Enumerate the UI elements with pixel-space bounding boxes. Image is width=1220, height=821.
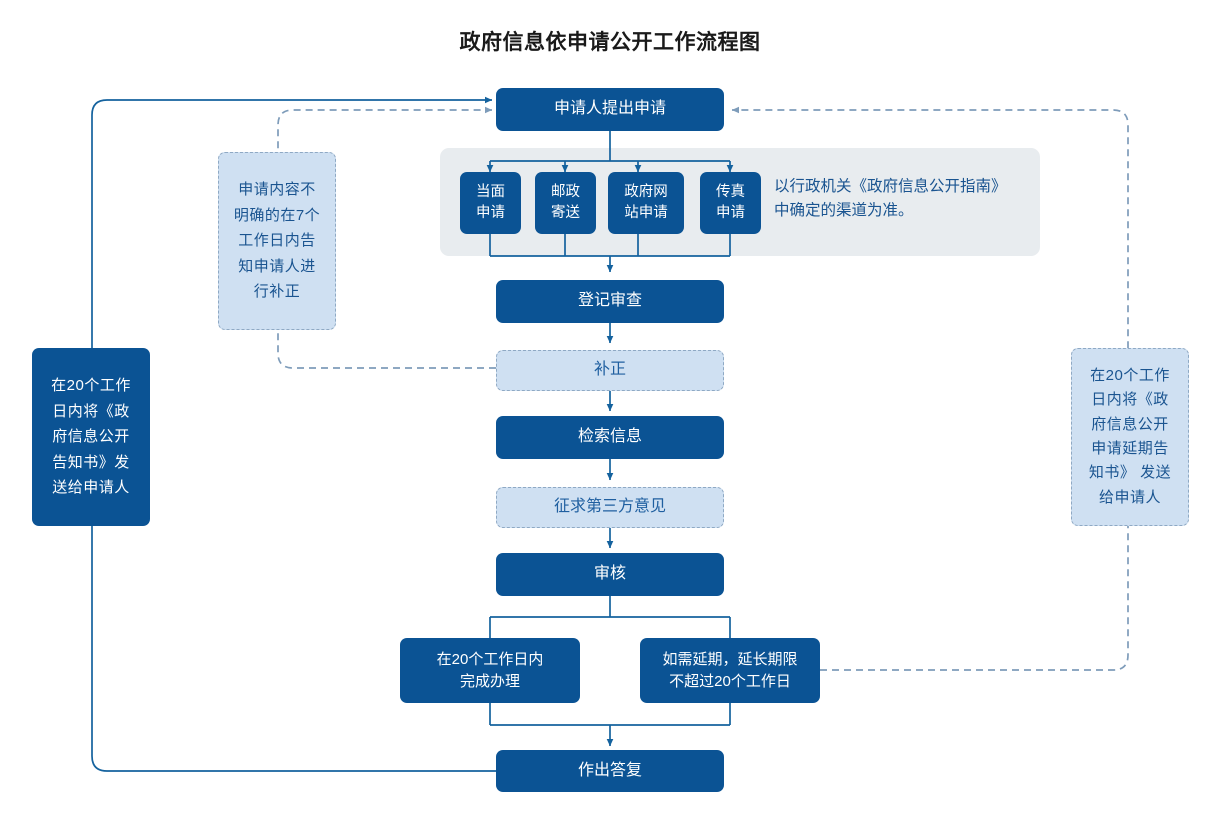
note-extension-notice-label: 在20个工作 日内将《政 府信息公开 申请延期告 知书》 发送 给申请人 (1088, 367, 1172, 506)
note-supplement-7-days[interactable]: 申请内容不 明确的在7个 工作日内告 知申请人进 行补正 (218, 152, 336, 330)
note-disclosure-notice-label: 在20个工作 日内将《政 府信息公开 告知书》发 送给申请人 (51, 377, 131, 497)
node-channel-postal[interactable]: 邮政 寄送 (535, 172, 596, 234)
node-channel-in-person[interactable]: 当面 申请 (460, 172, 521, 234)
node-register-review[interactable]: 登记审查 (496, 280, 724, 323)
node-complete-20-days-label: 在20个工作日内 完成办理 (436, 651, 544, 690)
node-channel-fax[interactable]: 传真 申请 (700, 172, 761, 234)
node-channel-website[interactable]: 政府网 站申请 (608, 172, 684, 234)
note-disclosure-notice[interactable]: 在20个工作 日内将《政 府信息公开 告知书》发 送给申请人 (32, 348, 150, 526)
node-third-party-opinion[interactable]: 征求第三方意见 (496, 487, 724, 528)
node-supplement-label: 补正 (593, 361, 626, 379)
node-start-label: 申请人提出申请 (553, 100, 666, 118)
node-supplement[interactable]: 补正 (496, 350, 724, 391)
node-third-party-opinion-label: 征求第三方意见 (553, 498, 666, 516)
node-channel-in-person-label: 当面 申请 (476, 184, 505, 221)
node-channel-postal-label: 邮政 寄送 (551, 184, 580, 221)
note-supplement-7-days-label: 申请内容不 明确的在7个 工作日内告 知申请人进 行补正 (233, 181, 321, 301)
note-extension-notice[interactable]: 在20个工作 日内将《政 府信息公开 申请延期告 知书》 发送 给申请人 (1071, 348, 1189, 526)
node-reply-label: 作出答复 (577, 761, 642, 779)
node-review[interactable]: 审核 (496, 553, 724, 596)
node-register-review-label: 登记审查 (577, 292, 642, 310)
node-reply[interactable]: 作出答复 (496, 750, 724, 792)
node-extension-label: 如需延期，延长期限 不超过20个工作日 (662, 651, 798, 690)
node-search-information[interactable]: 检索信息 (496, 416, 724, 459)
channel-note: 以行政机关《政府信息公开指南》 中确定的渠道为准。 (774, 178, 1007, 220)
node-extension[interactable]: 如需延期，延长期限 不超过20个工作日 (640, 638, 820, 703)
node-channel-fax-label: 传真 申请 (716, 184, 745, 221)
node-complete-20-days[interactable]: 在20个工作日内 完成办理 (400, 638, 580, 703)
page-title: 政府信息依申请公开工作流程图 (459, 31, 761, 54)
node-start[interactable]: 申请人提出申请 (496, 88, 724, 131)
node-review-label: 审核 (593, 565, 626, 583)
node-search-information-label: 检索信息 (577, 428, 642, 446)
node-channel-website-label: 政府网 站申请 (624, 184, 668, 221)
